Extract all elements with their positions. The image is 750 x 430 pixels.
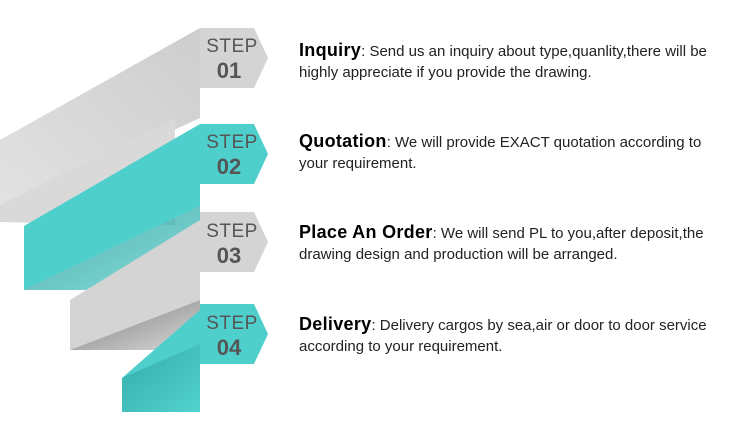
step-tab-03-label: STEP: [206, 221, 258, 242]
step-tab-03-shape: [200, 212, 268, 272]
step-04-description: : Delivery cargos by sea,air or door to …: [299, 317, 707, 355]
step-tab-04: STEP 04: [200, 304, 268, 364]
band-step-02: [24, 124, 200, 290]
step-01-description: : Send us an inquiry about type,quanlity…: [299, 43, 707, 81]
step-tab-01: STEP 01: [200, 28, 268, 88]
step-tab-02: STEP 02: [200, 124, 268, 184]
step-03-title: Place An Order: [299, 222, 433, 242]
band-step-01: [0, 28, 200, 210]
step-tab-03-number: 03: [217, 243, 241, 268]
step-02-title: Quotation: [299, 131, 387, 151]
step-tab-02-label: STEP: [206, 132, 258, 153]
step-tab-01-shape: [200, 28, 268, 88]
step-02-description: : We will provide EXACT quotation accord…: [299, 134, 702, 172]
band-step-03-shadow: [70, 300, 200, 350]
band-step-03: [70, 220, 200, 350]
step-tab-02-number: 02: [217, 154, 241, 179]
step-tab-04-number: 04: [217, 335, 242, 360]
step-tab-02-shape: [200, 124, 268, 184]
step-tab-01-label: STEP: [206, 36, 258, 57]
step-03-description: : We will send PL to you,after deposit,t…: [299, 225, 704, 263]
band-step-04-shadow: [122, 344, 200, 412]
step-01-text: Inquiry: Send us an inquiry about type,q…: [299, 40, 719, 83]
step-03-text: Place An Order: We will send PL to you,a…: [299, 222, 719, 265]
step-tab-04-label: STEP: [206, 313, 258, 334]
step-tab-03: STEP 03: [200, 212, 268, 272]
step-tab-04-shape: [200, 304, 268, 364]
step-04-title: Delivery: [299, 314, 372, 334]
step-04-text: Delivery: Delivery cargos by sea,air or …: [299, 314, 719, 357]
step-01-title: Inquiry: [299, 40, 362, 60]
step-02-text: Quotation: We will provide EXACT quotati…: [299, 131, 719, 174]
step-tab-01-number: 01: [217, 58, 241, 83]
